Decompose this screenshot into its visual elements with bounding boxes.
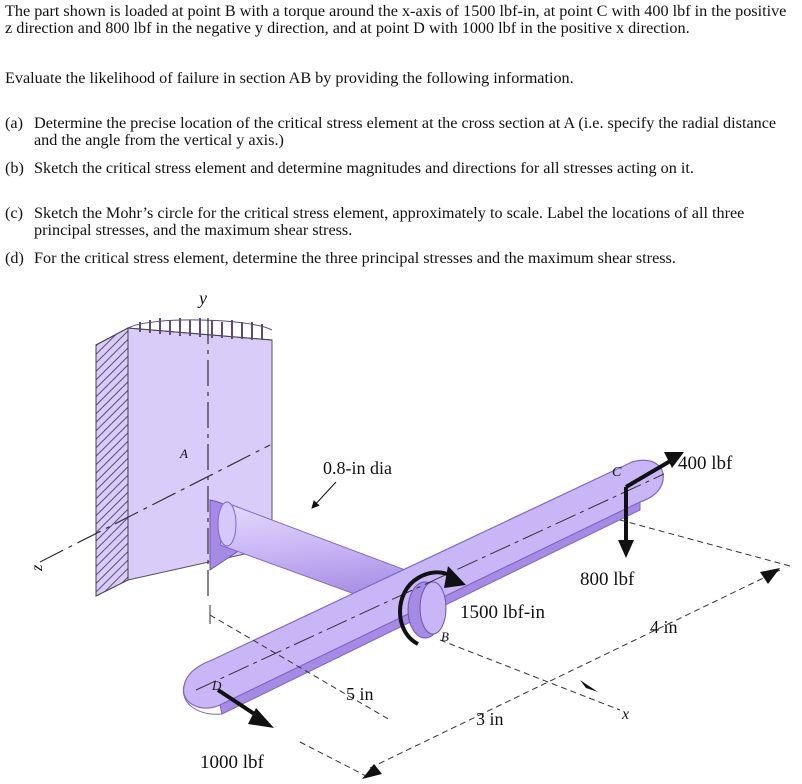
question-d-label: (d) (5, 249, 24, 267)
torque-b-arrow (398, 566, 466, 646)
dim-4in-label: 4 in (650, 617, 678, 637)
coordinate-axes: y z x (29, 288, 629, 723)
axis-z-label: z (29, 564, 46, 572)
force-d-arrow (216, 688, 274, 728)
diameter-leader (311, 481, 337, 509)
point-a-label: A (179, 446, 188, 461)
question-b-label: (b) (5, 159, 24, 177)
problem-statement: The part shown is loaded at point B with… (5, 2, 787, 38)
force-c-z-label: 400 lbf (678, 453, 733, 474)
point-b-label: B (441, 629, 449, 644)
question-c-label: (c) (5, 204, 23, 222)
question-a-label: (a) (5, 114, 23, 132)
question-c-text: Sketch the Mohr’s circle for the critica… (34, 204, 745, 240)
axis-y-label: y (197, 288, 207, 308)
question-b: (b) Sketch the critical stress element a… (5, 159, 797, 177)
question-b-text: Sketch the critical stress element and d… (34, 159, 694, 177)
axis-x-label: x (621, 706, 629, 723)
question-d-text: For the critical stress element, determi… (34, 249, 676, 267)
shaft-figure: y z x (29, 288, 791, 779)
diameter-label: 0.8-in dia (323, 458, 392, 478)
torque-b-label: 1500 lbf-in (460, 602, 545, 623)
question-a: (a) Determine the precise location of th… (5, 114, 797, 150)
force-d-label: 1000 lbf (200, 752, 265, 773)
question-a-text: Determine the precise location of the cr… (34, 114, 777, 150)
problem-instruction: Evaluate the likelihood of failure in se… (5, 69, 574, 87)
hub-b (407, 581, 447, 639)
dimension-lines (209, 519, 791, 779)
force-c-y-label: 800 lbf (580, 569, 635, 590)
point-c-label: C (612, 465, 622, 480)
dim-3in-label: 3 in (476, 709, 504, 729)
force-c-arrows (618, 452, 684, 558)
question-d: (d) For the critical stress element, det… (5, 249, 797, 267)
dim-5in-label: 5 in (346, 684, 374, 704)
point-d-label: D (211, 678, 222, 693)
question-c: (c) Sketch the Mohr’s circle for the cri… (5, 204, 797, 240)
